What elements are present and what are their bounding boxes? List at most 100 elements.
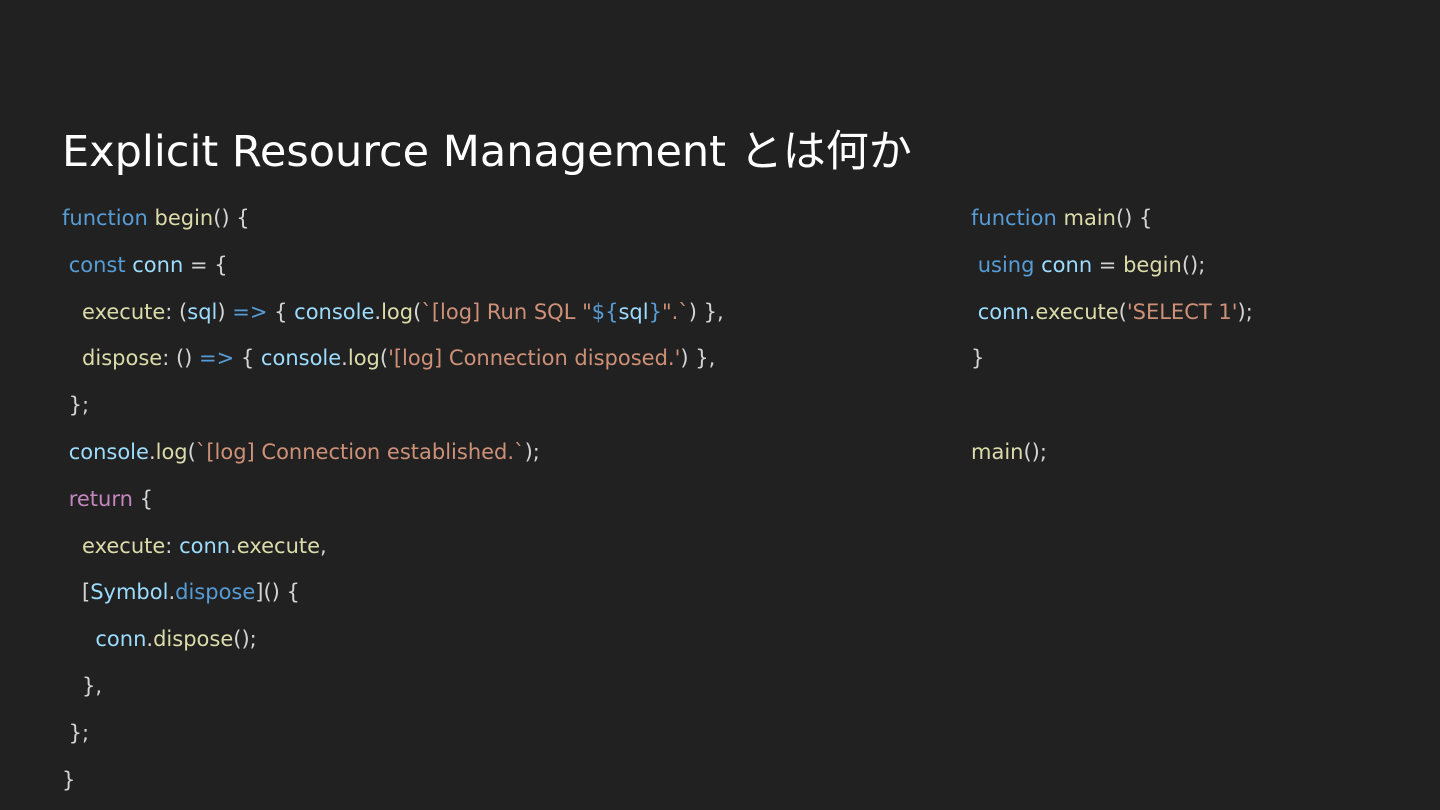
code-token: }	[648, 299, 662, 324]
code-token: (	[187, 439, 196, 464]
code-token	[62, 534, 82, 558]
code-token	[62, 346, 82, 370]
code-token: ,	[320, 533, 327, 558]
code-token: ) },	[688, 299, 724, 324]
code-token: main	[1063, 206, 1116, 230]
code-token: .	[230, 533, 237, 558]
code-token: '[log] Connection disposed.'	[388, 346, 681, 371]
code-token: :	[165, 533, 180, 558]
code-token	[62, 300, 82, 324]
code-token: ();	[233, 627, 257, 652]
code-token: ) },	[680, 346, 716, 371]
code-token: .	[146, 627, 154, 652]
code-token: (	[379, 346, 389, 371]
code-token: };	[62, 393, 90, 418]
code-token	[62, 487, 69, 511]
code-token: const	[68, 252, 126, 277]
code-token: ${	[591, 299, 619, 324]
code-line: [Symbol.dispose]() {	[62, 569, 724, 616]
code-token: {	[234, 346, 261, 371]
code-line	[971, 382, 1253, 429]
code-token: conn	[132, 252, 184, 277]
code-line: dispose: () => { console.log('[log] Conn…	[62, 335, 724, 382]
code-token: : ()	[162, 346, 199, 371]
code-token	[62, 440, 69, 464]
code-token: `[log] Run SQL "	[421, 299, 592, 324]
code-line: };	[62, 382, 724, 429]
code-token: function	[971, 206, 1057, 230]
code-token: begin	[154, 206, 214, 230]
code-token: console	[260, 346, 342, 371]
code-line: function begin() {	[62, 195, 724, 242]
code-token: console	[68, 439, 149, 464]
code-token: .	[148, 439, 156, 464]
code-token: .	[341, 346, 348, 371]
slide-title: Explicit Resource Management とは何か	[62, 126, 912, 177]
code-token: execute	[82, 299, 166, 324]
code-line: execute: (sql) => { console.log(`[log] R…	[62, 289, 724, 336]
code-token: sql	[187, 299, 218, 324]
code-token: dispose	[175, 580, 256, 605]
code-token: execute	[1035, 299, 1119, 324]
code-token: return	[68, 486, 133, 511]
code-token: execute	[82, 533, 166, 558]
code-token: );	[524, 439, 540, 464]
code-token	[971, 253, 978, 277]
code-line: const conn = {	[62, 242, 724, 289]
code-line: };	[62, 710, 724, 757]
code-token: () {	[1115, 206, 1153, 230]
code-token: dispose	[82, 346, 163, 371]
code-line: conn.dispose();	[62, 616, 724, 663]
code-line: },	[62, 663, 724, 710]
code-token: `[log] Connection established.`	[195, 439, 525, 464]
code-token: (	[413, 299, 422, 324]
code-token: {	[267, 299, 295, 324]
code-token: conn	[1041, 252, 1093, 277]
code-line: conn.execute('SELECT 1');	[971, 289, 1253, 336]
code-token: execute	[236, 533, 321, 558]
code-line: }	[971, 335, 1253, 382]
code-token: .	[1028, 299, 1036, 324]
code-token: log	[381, 299, 414, 324]
code-token: 'SELECT 1'	[1126, 299, 1238, 324]
code-token: }	[971, 346, 985, 371]
code-token: main	[971, 439, 1024, 464]
code-line: return {	[62, 476, 724, 523]
code-token: log	[155, 439, 188, 464]
code-token	[62, 627, 95, 651]
code-token: );	[1237, 299, 1253, 324]
code-token: )	[217, 299, 233, 324]
code-token: conn	[179, 533, 231, 558]
code-token: = {	[183, 252, 228, 277]
code-token: dispose	[153, 627, 234, 652]
code-line: console.log(`[log] Connection establishe…	[62, 429, 724, 476]
code-token: .	[168, 580, 176, 605]
code-block-begin: function begin() { const conn = { execut…	[62, 195, 724, 803]
code-token: : (	[165, 299, 188, 324]
code-token: conn	[977, 299, 1029, 324]
code-token: sql	[618, 299, 649, 324]
code-token	[971, 300, 978, 324]
code-token: ".`	[661, 299, 689, 324]
code-token: =>	[199, 346, 235, 371]
code-block-main: function main() { using conn = begin(); …	[971, 195, 1253, 476]
code-token: () {	[213, 206, 250, 230]
code-token: log	[347, 346, 380, 371]
code-line: execute: conn.execute,	[62, 523, 724, 570]
code-line: using conn = begin();	[971, 242, 1253, 289]
code-token: Symbol	[90, 580, 169, 605]
code-token: function	[62, 206, 148, 230]
code-token: }	[62, 767, 76, 792]
code-token: console	[294, 299, 375, 324]
code-token: =>	[232, 299, 268, 324]
code-token: {	[132, 486, 153, 511]
code-token: [	[62, 580, 91, 605]
code-token: begin	[1123, 252, 1182, 277]
code-token: conn	[95, 627, 147, 652]
code-token: },	[62, 673, 103, 698]
code-line: main();	[971, 429, 1253, 476]
code-token: using	[977, 252, 1035, 277]
code-line: }	[62, 757, 724, 804]
code-token: =	[1092, 252, 1124, 277]
